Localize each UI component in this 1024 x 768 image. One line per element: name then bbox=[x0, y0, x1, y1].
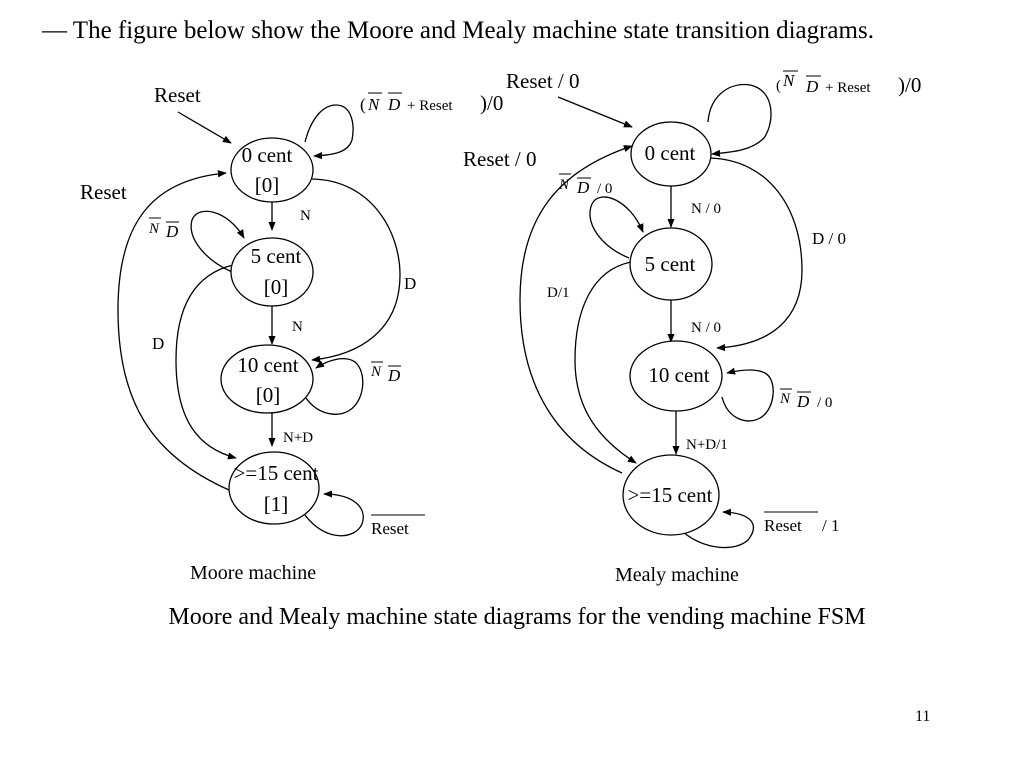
mealy-machine-diagram: 0 cent 5 cent 10 cent >=15 cent Reset / … bbox=[463, 69, 921, 586]
mealy-self15-label: Reset / 1 bbox=[764, 511, 839, 535]
moore-self15-label: Reset bbox=[371, 514, 425, 538]
moore-reset-arrow bbox=[177, 111, 232, 144]
svg-text:Reset: Reset bbox=[764, 516, 802, 535]
mealy-self5-label: N D / 0 bbox=[558, 173, 612, 197]
svg-text:N: N bbox=[148, 221, 160, 237]
mealy-d2-label: D/1 bbox=[547, 285, 570, 301]
moore-state-15-output: [1] bbox=[264, 492, 289, 516]
mealy-d1-label: D / 0 bbox=[812, 229, 846, 248]
moore-self0-label: ( N D + Reset )/0 bbox=[360, 91, 503, 115]
moore-self10-label: N D bbox=[370, 361, 401, 385]
moore-state-5-name: 5 cent bbox=[251, 244, 302, 268]
moore-n2-label: N bbox=[292, 319, 303, 335]
mealy-nd-label: N+D/1 bbox=[686, 437, 728, 453]
svg-text:+ Reset: + Reset bbox=[407, 98, 453, 114]
mealy-state-15-circle bbox=[622, 454, 720, 536]
svg-text:/ 1: / 1 bbox=[822, 516, 839, 535]
moore-reset-back-label: Reset bbox=[80, 180, 127, 204]
svg-text:Reset: Reset bbox=[371, 519, 409, 538]
svg-text:/ 0: / 0 bbox=[817, 395, 832, 411]
moore-state-0-name: 0 cent bbox=[242, 143, 293, 167]
svg-text:)/0: )/0 bbox=[898, 73, 921, 97]
moore-nd-label: N+D bbox=[283, 430, 313, 446]
svg-text:/ 0: / 0 bbox=[597, 181, 612, 197]
mealy-self-loop-0 bbox=[707, 83, 772, 157]
mealy-state-0-circle bbox=[630, 121, 712, 187]
mealy-self0-label: ( N D + Reset )/0 bbox=[776, 70, 921, 97]
moore-state-15-name: >=15 cent bbox=[234, 461, 319, 485]
mealy-edge-15-0 bbox=[519, 145, 633, 474]
svg-text:D: D bbox=[387, 366, 401, 385]
mealy-state-10-name: 10 cent bbox=[648, 363, 709, 387]
moore-state-0-circle bbox=[230, 137, 314, 203]
mealy-reset-arrow bbox=[557, 96, 633, 128]
moore-state-10-circle bbox=[220, 344, 314, 414]
moore-edge-15-0 bbox=[117, 170, 230, 491]
mealy-state-15-name: >=15 cent bbox=[628, 483, 713, 507]
moore-d2-label: D bbox=[152, 334, 164, 353]
mealy-n2-label: N / 0 bbox=[691, 320, 721, 336]
moore-state-5-output: [0] bbox=[264, 275, 289, 299]
svg-text:)/0: )/0 bbox=[480, 91, 503, 115]
mealy-state-5-circle bbox=[629, 227, 713, 301]
svg-text:N: N bbox=[782, 71, 796, 90]
svg-text:N: N bbox=[370, 364, 382, 380]
mealy-state-0-name: 0 cent bbox=[645, 141, 696, 165]
page-number: 11 bbox=[915, 708, 931, 725]
svg-text:N: N bbox=[558, 177, 570, 193]
mealy-self-loop-15 bbox=[682, 508, 754, 549]
moore-state-10-name: 10 cent bbox=[237, 353, 298, 377]
svg-text:+ Reset: + Reset bbox=[825, 80, 871, 96]
mealy-reset-back-label: Reset / 0 bbox=[463, 147, 537, 171]
svg-text:D: D bbox=[576, 178, 590, 197]
mealy-state-10-circle bbox=[629, 340, 723, 412]
moore-self-loop-0 bbox=[304, 104, 354, 160]
figure-caption: Moore and Mealy machine state diagrams f… bbox=[168, 604, 866, 630]
svg-text:D: D bbox=[796, 392, 810, 411]
moore-edge-5-15 bbox=[175, 264, 237, 460]
moore-state-5-circle bbox=[230, 237, 314, 307]
moore-self-loop-15 bbox=[304, 490, 364, 537]
moore-self5-label: N D bbox=[148, 217, 179, 241]
svg-text:N: N bbox=[367, 95, 381, 114]
svg-text:D: D bbox=[805, 77, 819, 96]
moore-self-loop-5 bbox=[190, 210, 245, 273]
mealy-edge-0-10 bbox=[709, 157, 803, 352]
svg-text:D: D bbox=[387, 95, 401, 114]
mealy-machine-title: Mealy machine bbox=[615, 564, 739, 586]
svg-text:D: D bbox=[165, 222, 179, 241]
moore-machine-title: Moore machine bbox=[190, 562, 316, 584]
moore-n1-label: N bbox=[300, 208, 311, 224]
moore-state-10-output: [0] bbox=[256, 383, 281, 407]
mealy-n1-label: N / 0 bbox=[691, 201, 721, 217]
moore-edge-0-10 bbox=[311, 178, 401, 363]
moore-d1-label: D bbox=[404, 274, 416, 293]
svg-text:(: ( bbox=[776, 78, 781, 94]
svg-text:N: N bbox=[779, 391, 791, 407]
mealy-self10-label: N D / 0 bbox=[779, 388, 832, 411]
mealy-self-loop-5 bbox=[589, 196, 644, 259]
mealy-state-5-name: 5 cent bbox=[645, 252, 696, 276]
moore-reset-in-label: Reset bbox=[154, 83, 201, 107]
moore-state-0-output: [0] bbox=[255, 173, 280, 197]
moore-self-loop-10 bbox=[305, 358, 364, 415]
mealy-edge-5-15 bbox=[574, 261, 637, 464]
slide-heading: — The figure below show the Moore and Me… bbox=[42, 17, 874, 44]
mealy-self-loop-10 bbox=[721, 367, 774, 422]
mealy-reset-in-label: Reset / 0 bbox=[506, 69, 580, 93]
moore-machine-diagram: 0 cent [0] 5 cent [0] 10 cent [0] >=15 c… bbox=[80, 83, 503, 584]
moore-state-15-circle bbox=[228, 451, 320, 525]
svg-text:(: ( bbox=[360, 95, 366, 114]
